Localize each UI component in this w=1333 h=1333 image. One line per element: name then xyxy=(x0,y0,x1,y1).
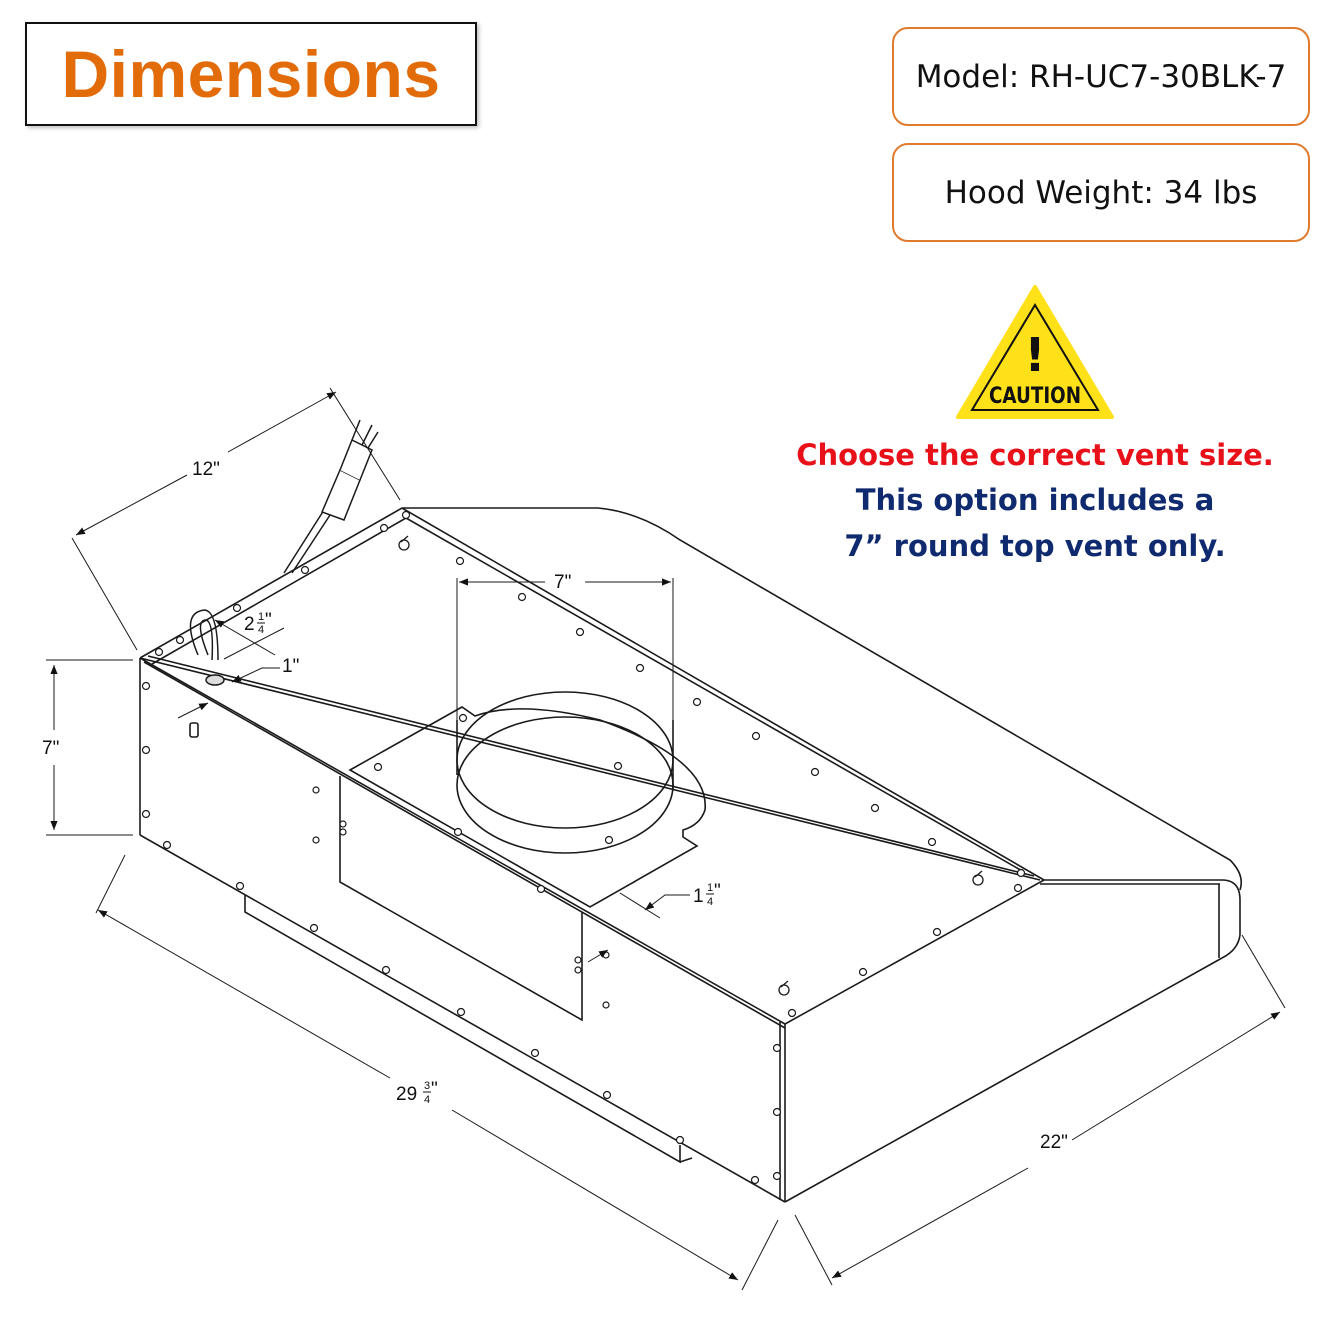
svg-text:": " xyxy=(714,881,721,902)
dimension-lines xyxy=(46,387,1286,1291)
exclamation-icon: ! xyxy=(1025,328,1046,382)
vent-collar xyxy=(456,716,674,854)
dim-cord-diameter: 1" xyxy=(282,656,299,677)
svg-text:": " xyxy=(265,610,272,631)
svg-text:4: 4 xyxy=(707,896,713,908)
dim-depth-bottom: 22" xyxy=(1040,1132,1068,1153)
svg-text:4: 4 xyxy=(258,624,264,636)
model-box: Model: RH-UC7-30BLK-7 xyxy=(892,27,1310,126)
svg-text:": " xyxy=(431,1079,438,1100)
svg-text:29: 29 xyxy=(396,1084,417,1105)
svg-text:2: 2 xyxy=(244,614,255,635)
svg-text:3: 3 xyxy=(424,1080,430,1092)
notice-info-line2: 7” round top vent only. xyxy=(844,529,1226,563)
keyhole-icons xyxy=(398,535,984,996)
page-title: Dimensions xyxy=(61,37,441,111)
caution-triangle-icon: ! CAUTION xyxy=(956,285,1114,419)
svg-text:1: 1 xyxy=(258,611,264,623)
svg-text:1: 1 xyxy=(693,886,704,907)
hood-body xyxy=(139,507,1243,1203)
dim-depth-top: 12" xyxy=(192,459,220,480)
dim-vent-offset: 1 1 4 " xyxy=(693,881,721,908)
vent-plate xyxy=(348,691,706,908)
notice-info-line1: This option includes a xyxy=(855,483,1215,517)
weight-label: Hood Weight: 34 lbs xyxy=(944,174,1258,211)
power-cord xyxy=(189,419,379,686)
dim-vent-diameter: 7" xyxy=(554,572,571,593)
title-box: Dimensions xyxy=(25,22,477,126)
svg-text:1: 1 xyxy=(707,882,713,894)
dim-height: 7" xyxy=(42,738,59,759)
weight-box: Hood Weight: 34 lbs xyxy=(892,143,1310,242)
connector-icon xyxy=(189,722,199,738)
model-label: Model: RH-UC7-30BLK-7 xyxy=(915,58,1287,95)
caution-label: CAUTION xyxy=(989,384,1081,409)
dim-cord-offset: 2 1 4 " xyxy=(244,610,272,636)
dim-width: 29 3 4 " xyxy=(396,1079,438,1106)
svg-text:4: 4 xyxy=(424,1094,430,1106)
notice-warning: Choose the correct vent size. xyxy=(796,438,1274,472)
